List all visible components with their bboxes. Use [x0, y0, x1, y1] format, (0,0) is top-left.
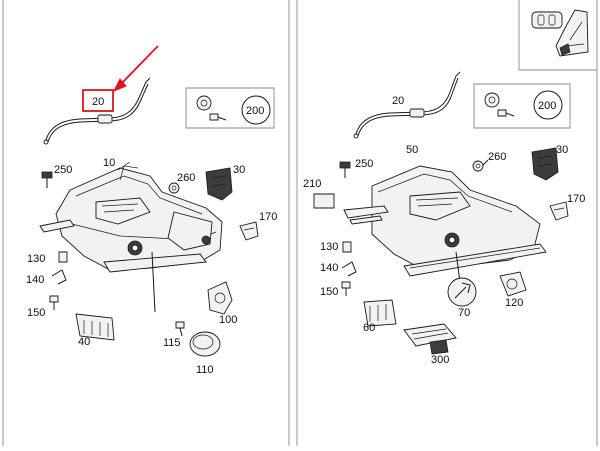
bolt-150-left: 150 — [27, 295, 59, 319]
callout-10-left: 10 — [103, 157, 115, 169]
spacer-130-right: 130 — [320, 241, 352, 253]
bolt-150-right: 150 — [320, 281, 351, 298]
red-arrow-icon — [112, 45, 159, 92]
callout-260-right: 260 — [488, 151, 506, 163]
connector-40-left: 40 — [75, 313, 115, 348]
callout-150-right: 150 — [320, 286, 338, 298]
callout-250-right: 250 — [355, 158, 373, 170]
callout-140-right: 140 — [320, 262, 338, 274]
callout-70-right: 70 — [458, 307, 470, 319]
callout-40-left: 40 — [78, 336, 90, 348]
seat-frame-50: 50 — [343, 144, 547, 283]
callout-120-right: 120 — [505, 297, 523, 309]
callout-300-right: 300 — [431, 354, 449, 366]
nut-260-left: 260 — [168, 172, 195, 194]
callout-200-right: 200 — [538, 100, 556, 112]
callout-130-right: 130 — [320, 241, 338, 253]
highlight-callout-20: 20 — [82, 45, 159, 112]
callout-170-left: 170 — [259, 211, 277, 223]
seat-switch-icon — [531, 9, 589, 57]
callout-50-right: 50 — [406, 144, 418, 156]
bracket-30-right: 30 — [531, 144, 568, 181]
connector-60-right: 60 — [363, 299, 397, 334]
spacer-130-left: 130 — [27, 251, 68, 265]
fastener-set-200-right: 200 — [473, 83, 571, 129]
callout-250-left: 250 — [54, 164, 72, 176]
cable-assembly-left — [43, 77, 151, 145]
callout-140-left: 140 — [26, 274, 44, 286]
clip-140-right: 140 — [320, 261, 357, 277]
cover-210-right: 210 — [303, 178, 335, 209]
callout-20-right: 20 — [392, 95, 404, 107]
callout-200-left: 200 — [246, 105, 264, 117]
nut-260-right: 260 — [472, 151, 506, 172]
callout-20-left: 20 — [92, 96, 104, 108]
seat-frame-10: 10 — [39, 157, 223, 313]
screw-115-left: 115 — [163, 321, 185, 349]
callout-210-right: 210 — [303, 178, 321, 190]
motor-120-right: 120 — [499, 271, 527, 309]
cap-110-left: 110 — [189, 331, 221, 376]
callout-150-left: 150 — [27, 307, 45, 319]
bolt-250-left: 250 — [41, 164, 72, 188]
clip-170-left: 170 — [239, 211, 277, 241]
bracket-30-left: 30 — [205, 164, 245, 201]
cover-100-left: 100 — [207, 281, 237, 326]
callout-130-left: 130 — [27, 253, 45, 265]
callout-260-left: 260 — [177, 172, 195, 184]
cable-assembly-right: 20 — [353, 71, 461, 139]
fastener-set-200-left: 200 — [185, 87, 275, 129]
clip-170-right: 170 — [549, 193, 585, 221]
clip-140-left: 140 — [26, 269, 67, 286]
callout-110-left: 110 — [196, 364, 214, 376]
callout-100-left: 100 — [219, 314, 237, 326]
wrench-icon: 70 — [447, 277, 477, 319]
callout-115-left: 115 — [163, 337, 181, 349]
highlight-box — [82, 89, 114, 112]
callout-60-right: 60 — [363, 322, 375, 334]
seat-switch-inset-frame — [518, 0, 597, 71]
callout-30-right: 30 — [556, 144, 568, 156]
callout-170-right: 170 — [567, 193, 585, 205]
callout-30-left: 30 — [233, 164, 245, 176]
bolt-250-right: 250 — [339, 158, 373, 178]
control-unit-300-right: 300 — [403, 323, 457, 366]
